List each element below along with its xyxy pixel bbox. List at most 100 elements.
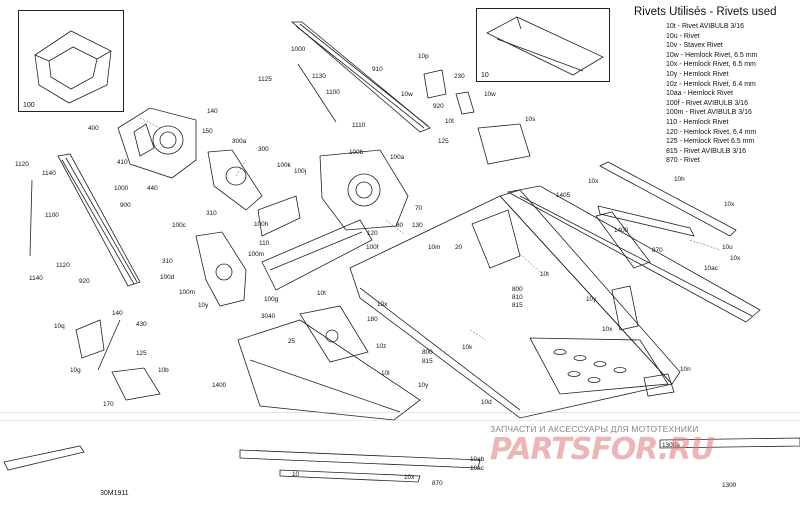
callout-label[interactable]: 10t [317, 290, 326, 297]
callout-label[interactable]: 25 [288, 338, 296, 345]
callout-label[interactable]: 10m [428, 244, 441, 251]
callout-label[interactable]: 10q [54, 323, 65, 330]
callout-label[interactable]: 110 [259, 240, 270, 247]
callout-label[interactable]: 800 [422, 349, 433, 356]
callout-label[interactable]: 100d [160, 274, 175, 281]
callout-label[interactable]: 125 [438, 138, 449, 145]
callout-label[interactable]: 100k [277, 162, 291, 169]
callout-label[interactable]: 10y [198, 302, 209, 309]
callout-label[interactable]: 100m [179, 289, 195, 296]
callout-label[interactable]: 10s [525, 116, 536, 123]
callout-label[interactable]: 80 [396, 222, 404, 229]
callout-label[interactable]: 10k [462, 344, 473, 351]
callout-label[interactable]: 1140 [29, 275, 43, 282]
callout-label[interactable]: 1130 [312, 73, 326, 80]
callout-label[interactable]: 150 [202, 128, 213, 135]
callout-label[interactable]: 310 [206, 210, 217, 217]
callout-label[interactable]: 10t [445, 118, 454, 125]
callout-label[interactable]: 10y [418, 382, 429, 389]
callout-label[interactable]: 100h [254, 221, 269, 228]
callout-label[interactable]: 10y [586, 296, 597, 303]
callout-label[interactable]: 100b [349, 149, 364, 156]
callout-label[interactable]: 20 [455, 244, 463, 251]
callout-label[interactable]: 10l [381, 370, 390, 377]
callout-label[interactable]: 100m [248, 251, 264, 258]
callout-label[interactable]: 10p [418, 53, 429, 60]
callout-label[interactable]: 140 [112, 310, 123, 317]
callout-label[interactable]: 300a [232, 138, 247, 145]
callout-label[interactable]: 10w [401, 91, 413, 98]
callout-label[interactable]: 920 [433, 103, 444, 110]
front-bracket-part [117, 107, 197, 179]
callout-label[interactable]: 910 [372, 66, 383, 73]
callout-label[interactable]: 10w [484, 91, 496, 98]
callout-label[interactable]: 100a [390, 154, 405, 161]
callout-label[interactable]: 230 [454, 73, 465, 80]
callout-label[interactable]: 1125 [258, 76, 272, 83]
callout-label[interactable]: 10d [481, 399, 492, 406]
callout-label[interactable]: 870 [652, 247, 663, 254]
callout-label[interactable]: 1110 [352, 122, 366, 129]
callout-label[interactable]: 10t [540, 271, 549, 278]
callout-label[interactable]: 800 [512, 286, 523, 293]
callout-label[interactable]: 1000 [291, 46, 306, 53]
callout-label[interactable]: 815 [422, 358, 433, 365]
callout-label[interactable]: 10x [724, 201, 735, 208]
callout-label[interactable]: 900 [120, 202, 131, 209]
legend-item: 870 - Rivet [666, 157, 700, 165]
callout-label[interactable]: 10g [70, 367, 81, 374]
callout-label[interactable]: 100c [172, 222, 186, 229]
callout-label[interactable]: 10x [377, 301, 388, 308]
callout-label[interactable]: 140 [207, 108, 218, 115]
callout-label[interactable]: 180 [367, 316, 378, 323]
callout-label[interactable]: 310 [162, 258, 173, 265]
callout-label[interactable]: 70 [415, 205, 423, 212]
callout-label[interactable]: 10ac [470, 465, 484, 472]
callout-label[interactable]: 400 [88, 125, 99, 132]
callout-label[interactable]: 920 [79, 278, 90, 285]
skid-plate-part [111, 367, 161, 401]
callout-label[interactable]: 870 [432, 480, 443, 487]
callout-label[interactable]: 1300a [662, 442, 680, 449]
callout-label[interactable]: 3040 [261, 313, 276, 320]
callout-label[interactable]: 10ab [470, 456, 485, 463]
callout-label[interactable]: 300 [258, 146, 269, 153]
callout-label[interactable]: 1400 [212, 382, 227, 389]
callout-label[interactable]: 170 [103, 401, 114, 408]
callout-label[interactable]: 125 [136, 350, 147, 357]
callout-label[interactable]: 100g [264, 296, 279, 303]
callout-label[interactable]: 10b [158, 367, 169, 374]
legend-item: 10y - Hemlock Rivet [666, 70, 729, 78]
callout-label[interactable]: 10z [376, 343, 387, 350]
callout-label[interactable]: 10ac [704, 265, 718, 272]
callout-label[interactable]: 10x [404, 474, 415, 481]
callout-label[interactable]: 430 [136, 321, 147, 328]
callout-label[interactable]: 130 [412, 222, 423, 229]
callout-label[interactable]: 10 [292, 471, 300, 478]
callout-label[interactable]: 815 [512, 302, 523, 309]
callout-label[interactable]: 100j [294, 168, 307, 175]
callout-label[interactable]: 10x [588, 178, 599, 185]
callout-label[interactable]: 410 [117, 159, 128, 166]
callout-label[interactable]: 1300 [722, 482, 737, 489]
legend-item: 100f - Rivet AVIBULB 3/16 [666, 99, 748, 107]
callout-label[interactable]: 1120 [56, 262, 70, 269]
callout-label[interactable]: 440 [147, 185, 158, 192]
callout-label[interactable]: 10x [730, 255, 741, 262]
callout-label[interactable]: 100f [366, 244, 379, 251]
callout-label[interactable]: 1400 [614, 227, 629, 234]
callout-label[interactable]: 10x [602, 326, 613, 333]
legend-item: 120 - Hemlock Rivet, 6.4 mm [666, 128, 757, 136]
callout-label[interactable]: 1100 [45, 212, 59, 219]
rod-part [297, 63, 337, 123]
callout-label[interactable]: 1120 [15, 161, 29, 168]
callout-label[interactable]: 1140 [42, 170, 56, 177]
callout-label[interactable]: 10u [722, 244, 733, 251]
callout-label[interactable]: 1405 [556, 192, 571, 199]
callout-label[interactable]: 120 [367, 230, 378, 237]
callout-label[interactable]: 810 [512, 294, 523, 301]
callout-label[interactable]: 10h [674, 176, 685, 183]
callout-label[interactable]: 1000 [114, 185, 129, 192]
callout-label[interactable]: 1100 [326, 89, 340, 96]
callout-label[interactable]: 10n [680, 366, 691, 373]
